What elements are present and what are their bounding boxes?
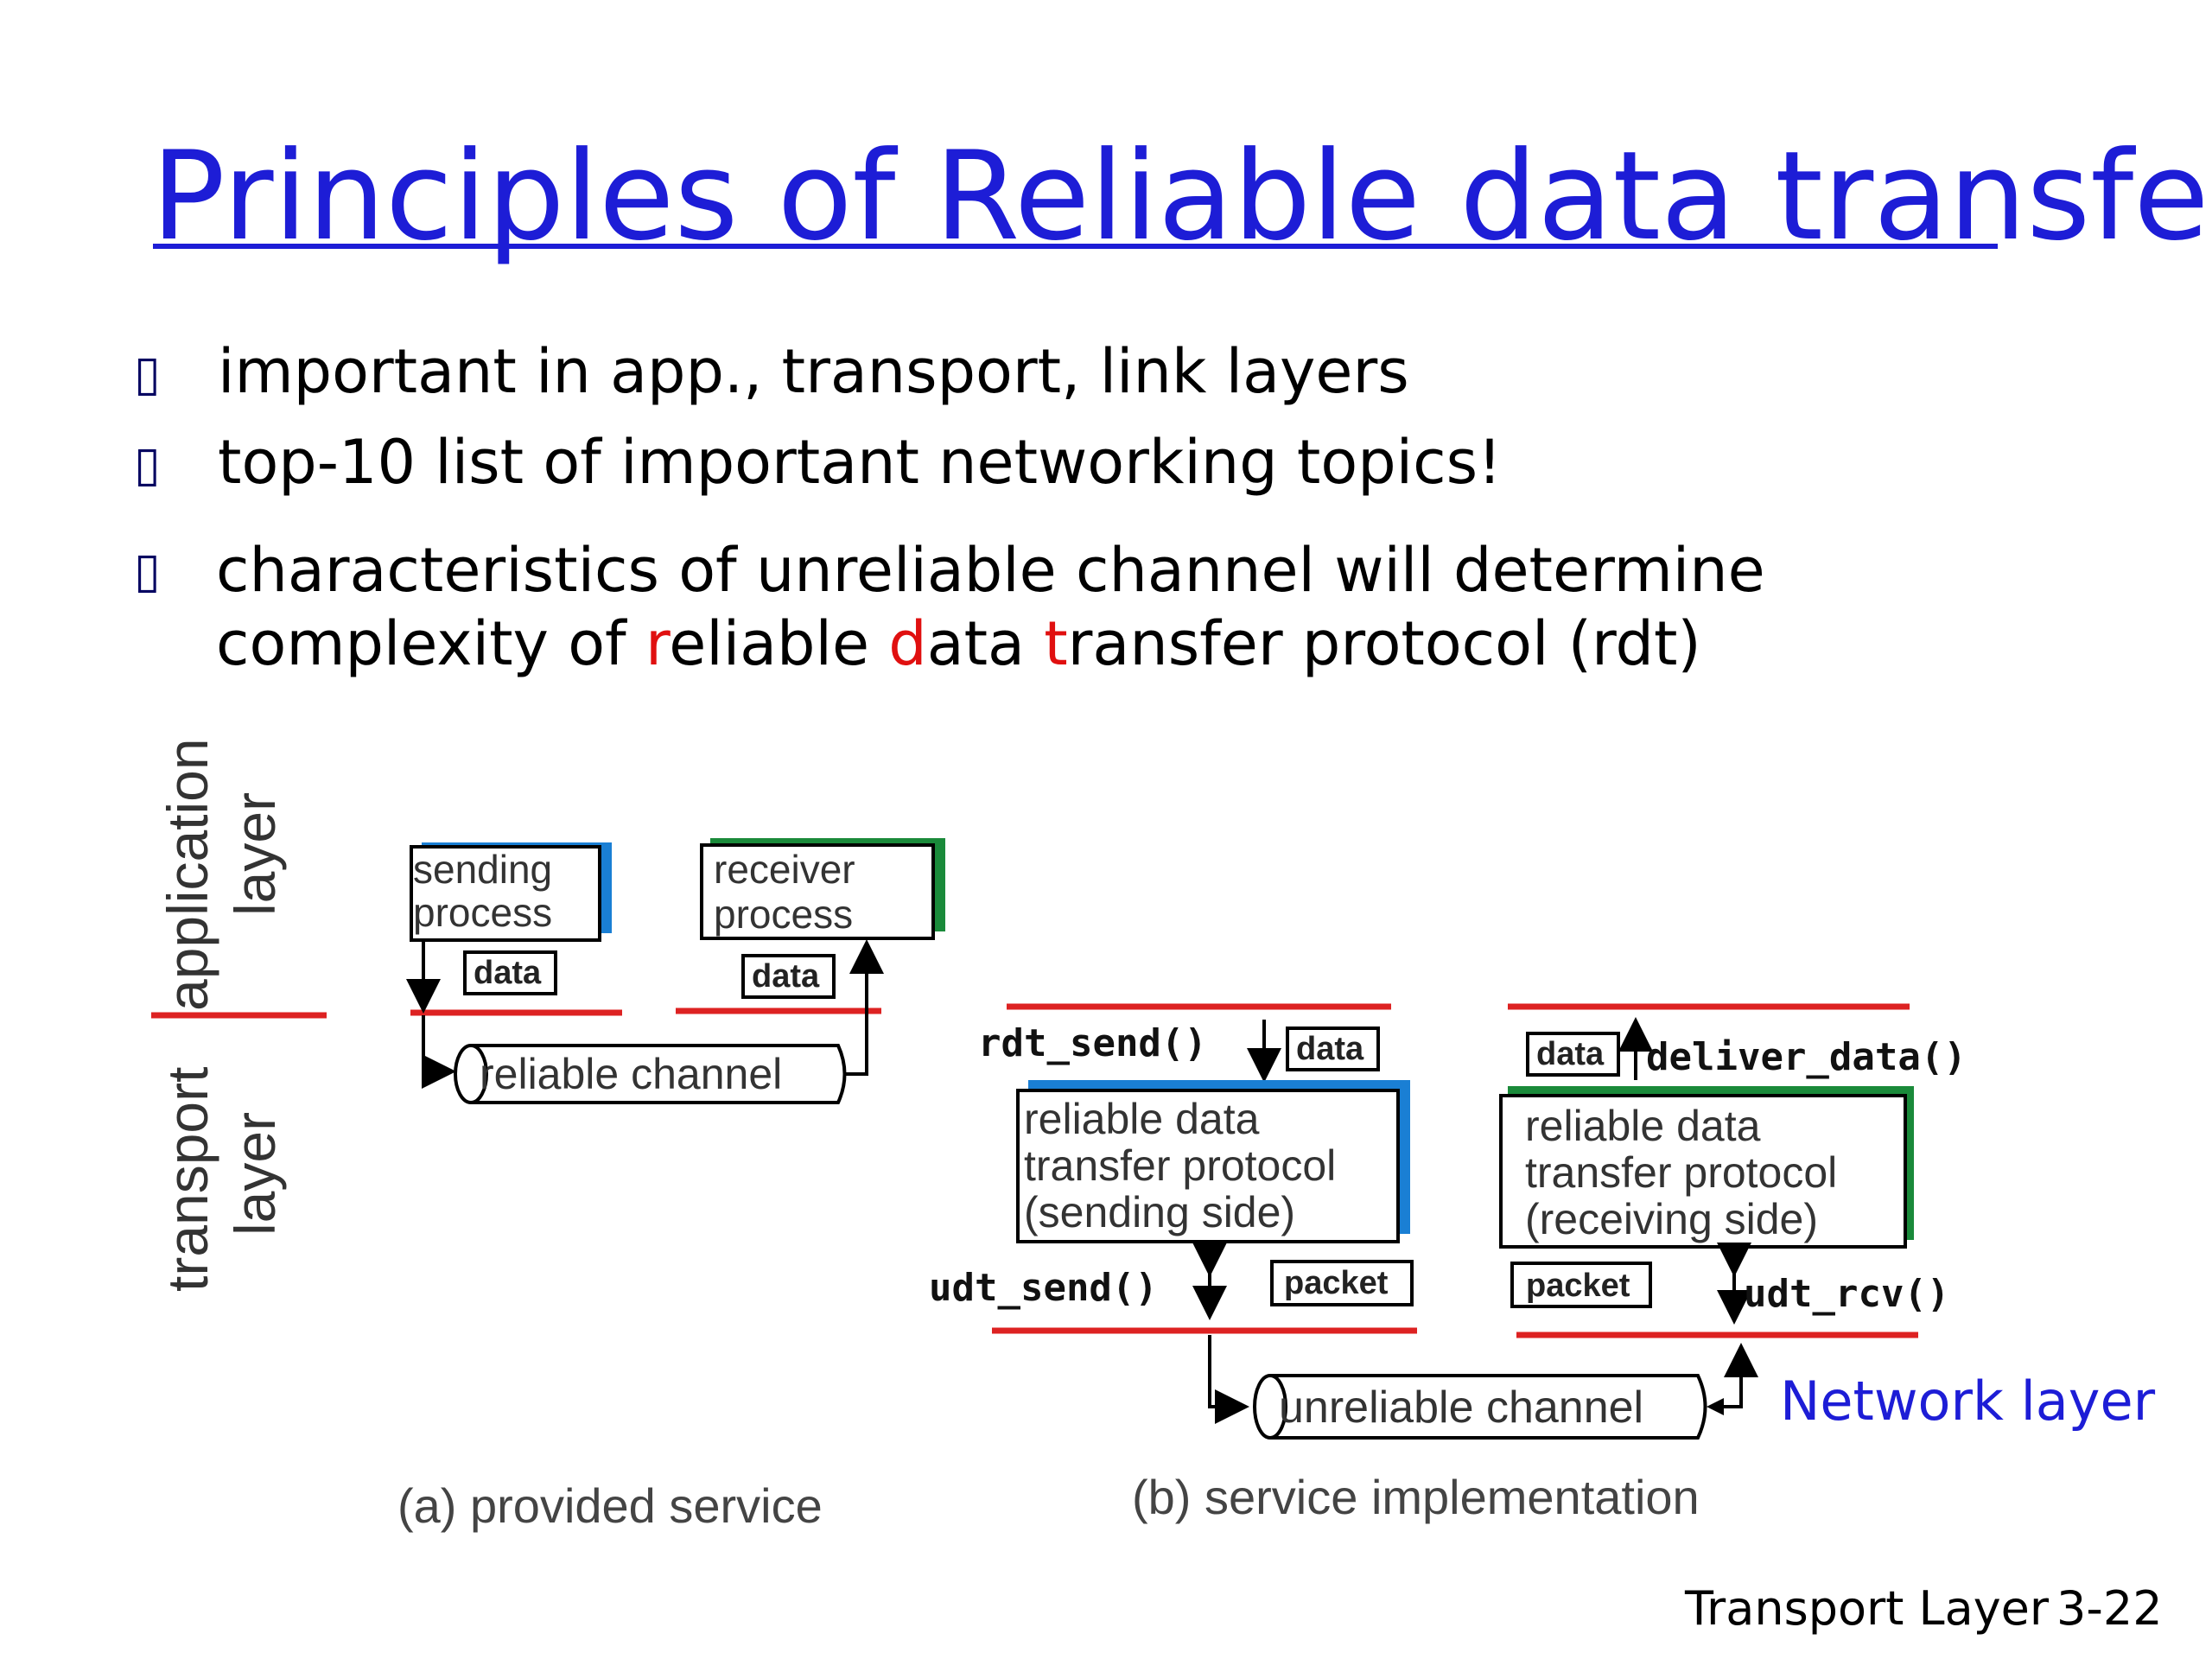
pipe-end <box>1253 1374 1287 1440</box>
packet-tag-recv <box>1510 1262 1652 1308</box>
rdt-receiver-label-3: (receiving side) <box>1525 1195 1818 1243</box>
part-b: rdt_send() data data deliver_data() reli… <box>929 1003 1967 1524</box>
pipe-end <box>454 1044 488 1104</box>
rdt-sender-label-1: reliable data <box>1024 1095 1260 1143</box>
bullet-3-line2: complexity of reliable data transfer pro… <box>216 608 1701 679</box>
application-layer-label: application <box>156 738 219 1011</box>
data-tag-send <box>1286 1027 1380 1071</box>
sending-process-label-1: sending <box>413 847 552 892</box>
data-tag-right <box>741 954 836 999</box>
data-tag-left-label: data <box>474 955 542 991</box>
slide-title: Principles of Reliable data transfer <box>151 125 2212 268</box>
sending-process-label-2: process <box>413 890 552 935</box>
page-number: 3-22 <box>2056 1581 2163 1636</box>
udt-send-label: udt_send() <box>929 1266 1158 1310</box>
transport-layer-label-2: layer <box>223 1112 287 1236</box>
rdt-send-label: rdt_send() <box>978 1021 1207 1065</box>
caption-b: (b) service implementation <box>1132 1470 1700 1524</box>
sending-process-box <box>410 845 601 942</box>
reliable-channel-label: reliable channel <box>480 1050 782 1098</box>
rdt-sender-box <box>1016 1089 1400 1243</box>
bullet-3-line1: characteristics of unreliable channel wi… <box>216 535 1765 606</box>
bullet-icon: ▯ <box>134 543 161 599</box>
deliver-data-label: deliver_data() <box>1646 1035 1967 1079</box>
part-a: sending process data receiver process da… <box>397 838 945 1533</box>
unreliable-channel-label: unreliable channel <box>1279 1382 1643 1433</box>
rdt-receiver-label-2: transfer protocol <box>1525 1148 1837 1197</box>
receiver-process-label-1: receiver <box>714 847 855 892</box>
rdt-receiver-box <box>1499 1094 1907 1249</box>
arrow-head <box>1707 1398 1724 1415</box>
bullet-icon: ▯ <box>134 436 161 493</box>
rdt-receiver-label-1: reliable data <box>1525 1102 1761 1150</box>
up-elbow-arrow <box>845 939 884 1076</box>
title-underline <box>153 244 1998 249</box>
data-tag-recv <box>1526 1032 1620 1077</box>
data-tag-send-label: data <box>1296 1031 1364 1067</box>
receiver-process-box <box>700 843 935 940</box>
packet-tag-send <box>1270 1260 1414 1306</box>
packet-tag-recv-label: packet <box>1526 1268 1630 1304</box>
application-layer-label-2: layer <box>223 792 287 916</box>
unreliable-channel-pipe <box>1270 1374 1707 1440</box>
footer-label: Transport Layer <box>1685 1581 2050 1636</box>
caption-a: (a) provided service <box>397 1478 823 1533</box>
channel-out-arrow <box>1721 1343 1758 1408</box>
rdt-sender-label-2: transfer protocol <box>1024 1141 1336 1190</box>
transport-layer-label: transport <box>156 1067 219 1292</box>
channel-in-arrow <box>1208 1348 1249 1424</box>
bullet-icon: ▯ <box>134 346 161 402</box>
network-layer-label: Network layer <box>1780 1370 2156 1433</box>
bullet-1: important in app., transport, link layer… <box>218 336 1409 407</box>
packet-tag-send-label: packet <box>1284 1265 1389 1301</box>
data-tag-right-label: data <box>752 958 820 995</box>
receiver-process-label-2: process <box>714 892 853 937</box>
data-tag-recv-label: data <box>1536 1036 1605 1072</box>
data-tag-left <box>463 950 557 995</box>
reliable-channel-pipe <box>471 1044 847 1104</box>
bullet-2: top-10 list of important networking topi… <box>218 427 1503 498</box>
udt-rcv-label: udt_rcv() <box>1744 1272 1949 1316</box>
rdt-sender-label-3: (sending side) <box>1024 1188 1295 1236</box>
elbow-arrow <box>422 1015 456 1089</box>
